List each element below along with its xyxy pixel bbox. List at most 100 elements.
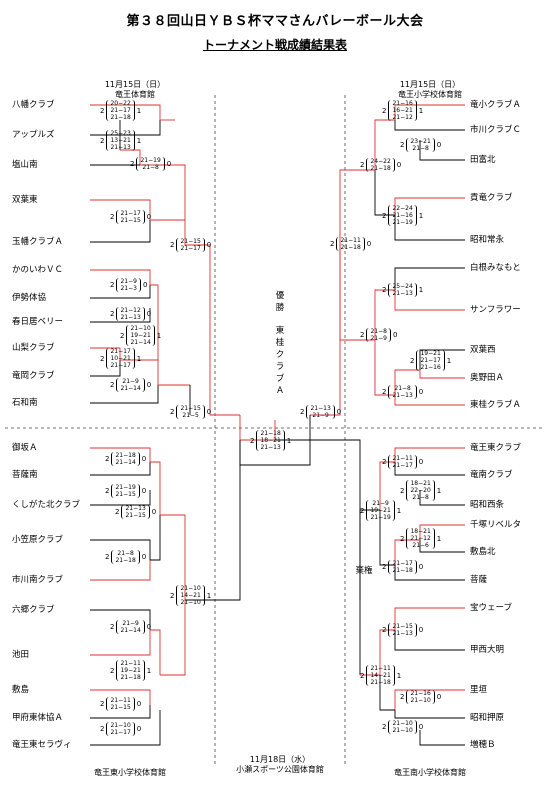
match-wins-right: 0: [146, 623, 152, 631]
match-wins-right: 1: [136, 106, 142, 115]
match-scores: 21−15 21−13: [388, 623, 417, 637]
team-left: 甲府東体協Ａ: [12, 713, 64, 723]
team-right: 菩薩: [470, 575, 488, 585]
match-wins-left: 2: [110, 666, 115, 675]
match-wins-left: 2: [105, 455, 110, 463]
match-wins-right: 0: [396, 161, 402, 169]
match-wins-left: 2: [382, 723, 387, 731]
match-wins-right: 0: [436, 693, 442, 701]
match-scores: 21−8 21−18: [111, 550, 140, 564]
match-wins-right: 0: [206, 241, 212, 249]
team-left: 菩薩南: [12, 470, 38, 480]
match-wins-left: 2: [360, 671, 365, 680]
match-wins-left: 2: [300, 408, 305, 416]
match-scores: 21−17 10−21 21−17: [106, 348, 135, 369]
match-wins-right: 0: [418, 723, 424, 731]
match-wins-right: 0: [418, 388, 424, 396]
match-wins-right: 0: [418, 563, 424, 571]
match-wins-right: 0: [151, 508, 157, 516]
match-wins-left: 2: [120, 331, 125, 340]
match-scores: 18−21 22−20 21−8: [406, 480, 435, 501]
match-wins-right: 0: [418, 458, 424, 466]
match-wins-left: 2: [100, 700, 105, 708]
team-left: 八幡クラブ: [12, 100, 55, 110]
team-left: アップルズ: [12, 130, 55, 140]
match-wins-left: 2: [115, 508, 120, 516]
champion-label: 優勝: [275, 291, 285, 313]
match-wins-right: 1: [418, 106, 424, 115]
match-wins-left: 2: [382, 211, 387, 220]
match-scores: 21−12 21−13: [116, 307, 145, 321]
match-scores: 21−19 21−15: [111, 484, 140, 498]
match-scores: 21−9 19−21 21−19: [366, 500, 395, 521]
match-scores: 21−8 21−9: [366, 328, 391, 342]
match-wins-right: 0: [418, 626, 424, 634]
team-right: 甲西大明: [470, 645, 505, 655]
match-wins-left: 2: [110, 281, 115, 289]
match-wins-right: 1: [136, 136, 142, 145]
match-wins-left: 2: [360, 331, 365, 339]
venue-bottom-right: 竜王南小学校体育館: [370, 768, 490, 778]
match-wins-right: 0: [436, 141, 442, 149]
team-right: 白根みなもと: [470, 263, 521, 273]
venue-name: 小瀬スポーツ公園体育館: [236, 765, 324, 774]
match-scores: 25−24 21−13: [388, 283, 417, 297]
venue-top-left: 11月15日（日） 竜王体育館: [80, 80, 190, 100]
match-scores: 21−19 21−8: [136, 157, 165, 171]
match-scores: 21−15 21−5: [176, 405, 205, 419]
match-wins-left: 2: [360, 161, 365, 169]
team-left: 市川南クラブ: [12, 575, 64, 585]
match-scores: 21−13 21−9: [306, 405, 335, 419]
match-scores: 21−17 21−18: [388, 560, 417, 574]
team-right: 増穂Ｂ: [470, 740, 496, 750]
match-wins-right: 0: [336, 408, 342, 416]
match-wins-left: 2: [382, 388, 387, 396]
match-scores: 21−16 21−10: [406, 690, 435, 704]
match-wins-left: 2: [250, 436, 255, 445]
match-wins-left: 2: [170, 408, 175, 416]
team-right: 貢竜クラブ: [470, 193, 513, 203]
team-right: 昭和押原: [470, 713, 505, 723]
match-wins-right: 0: [136, 700, 142, 708]
match-wins-right: 0: [136, 725, 142, 733]
match-wins-left: 2: [100, 725, 105, 733]
match-scores: 21−10 21−10: [388, 720, 417, 734]
match-wins-left: 2: [382, 286, 387, 294]
match-wins-left: 2: [170, 241, 175, 249]
venue-date: 11月15日（日）: [399, 80, 461, 89]
match-scores: 21−11 14−21 21−18: [366, 665, 395, 686]
match-scores: 21−16 16−21 21−12: [388, 100, 417, 121]
match-scores: 25−23 13−21 21−13: [106, 130, 135, 151]
match-scores: 21−11 21−18: [336, 237, 365, 251]
match-wins-left: 2: [105, 487, 110, 495]
match-wins-left: 2: [410, 356, 415, 365]
bracket-left-top: [90, 104, 240, 416]
team-left: 山梨クラブ: [12, 343, 55, 353]
match-scores: 23−21 21−8: [406, 138, 435, 152]
team-left: 春日居ベリー: [12, 317, 64, 327]
team-right: 田富北: [470, 155, 496, 165]
match-wins-left: 2: [170, 591, 175, 600]
team-left: 小笠原クラブ: [12, 535, 64, 545]
match-scores: 21−18 21−14: [111, 452, 140, 466]
